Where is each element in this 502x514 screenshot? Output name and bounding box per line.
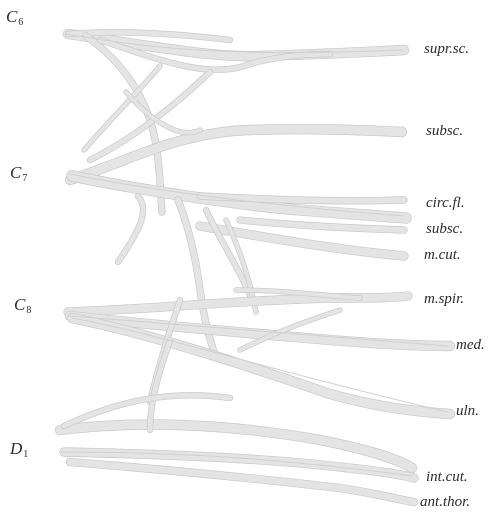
root-label-c8: C8 — [14, 296, 31, 316]
label-med: med. — [456, 338, 485, 353]
label-m-spir: m.spir. — [424, 292, 464, 307]
label-subsc-upper: subsc. — [426, 124, 463, 139]
nerve-c7-hook — [118, 196, 143, 262]
label-uln: uln. — [456, 404, 479, 419]
label-supr-sc: supr.sc. — [424, 42, 469, 57]
root-label-c7: C7 — [10, 164, 27, 184]
label-m-cut: m.cut. — [424, 248, 461, 263]
label-ant-thor: ant.thor. — [420, 495, 470, 510]
label-circ-fl: circ.fl. — [426, 196, 465, 211]
root-label-d1: D1 — [10, 440, 28, 460]
label-int-cut: int.cut. — [426, 470, 468, 485]
nerve-subsc-upper-edge — [70, 129, 402, 180]
nerve-subsc-upper — [70, 129, 402, 180]
root-label-c6: C6 — [6, 8, 23, 28]
label-subsc-lower: subsc. — [426, 222, 463, 237]
